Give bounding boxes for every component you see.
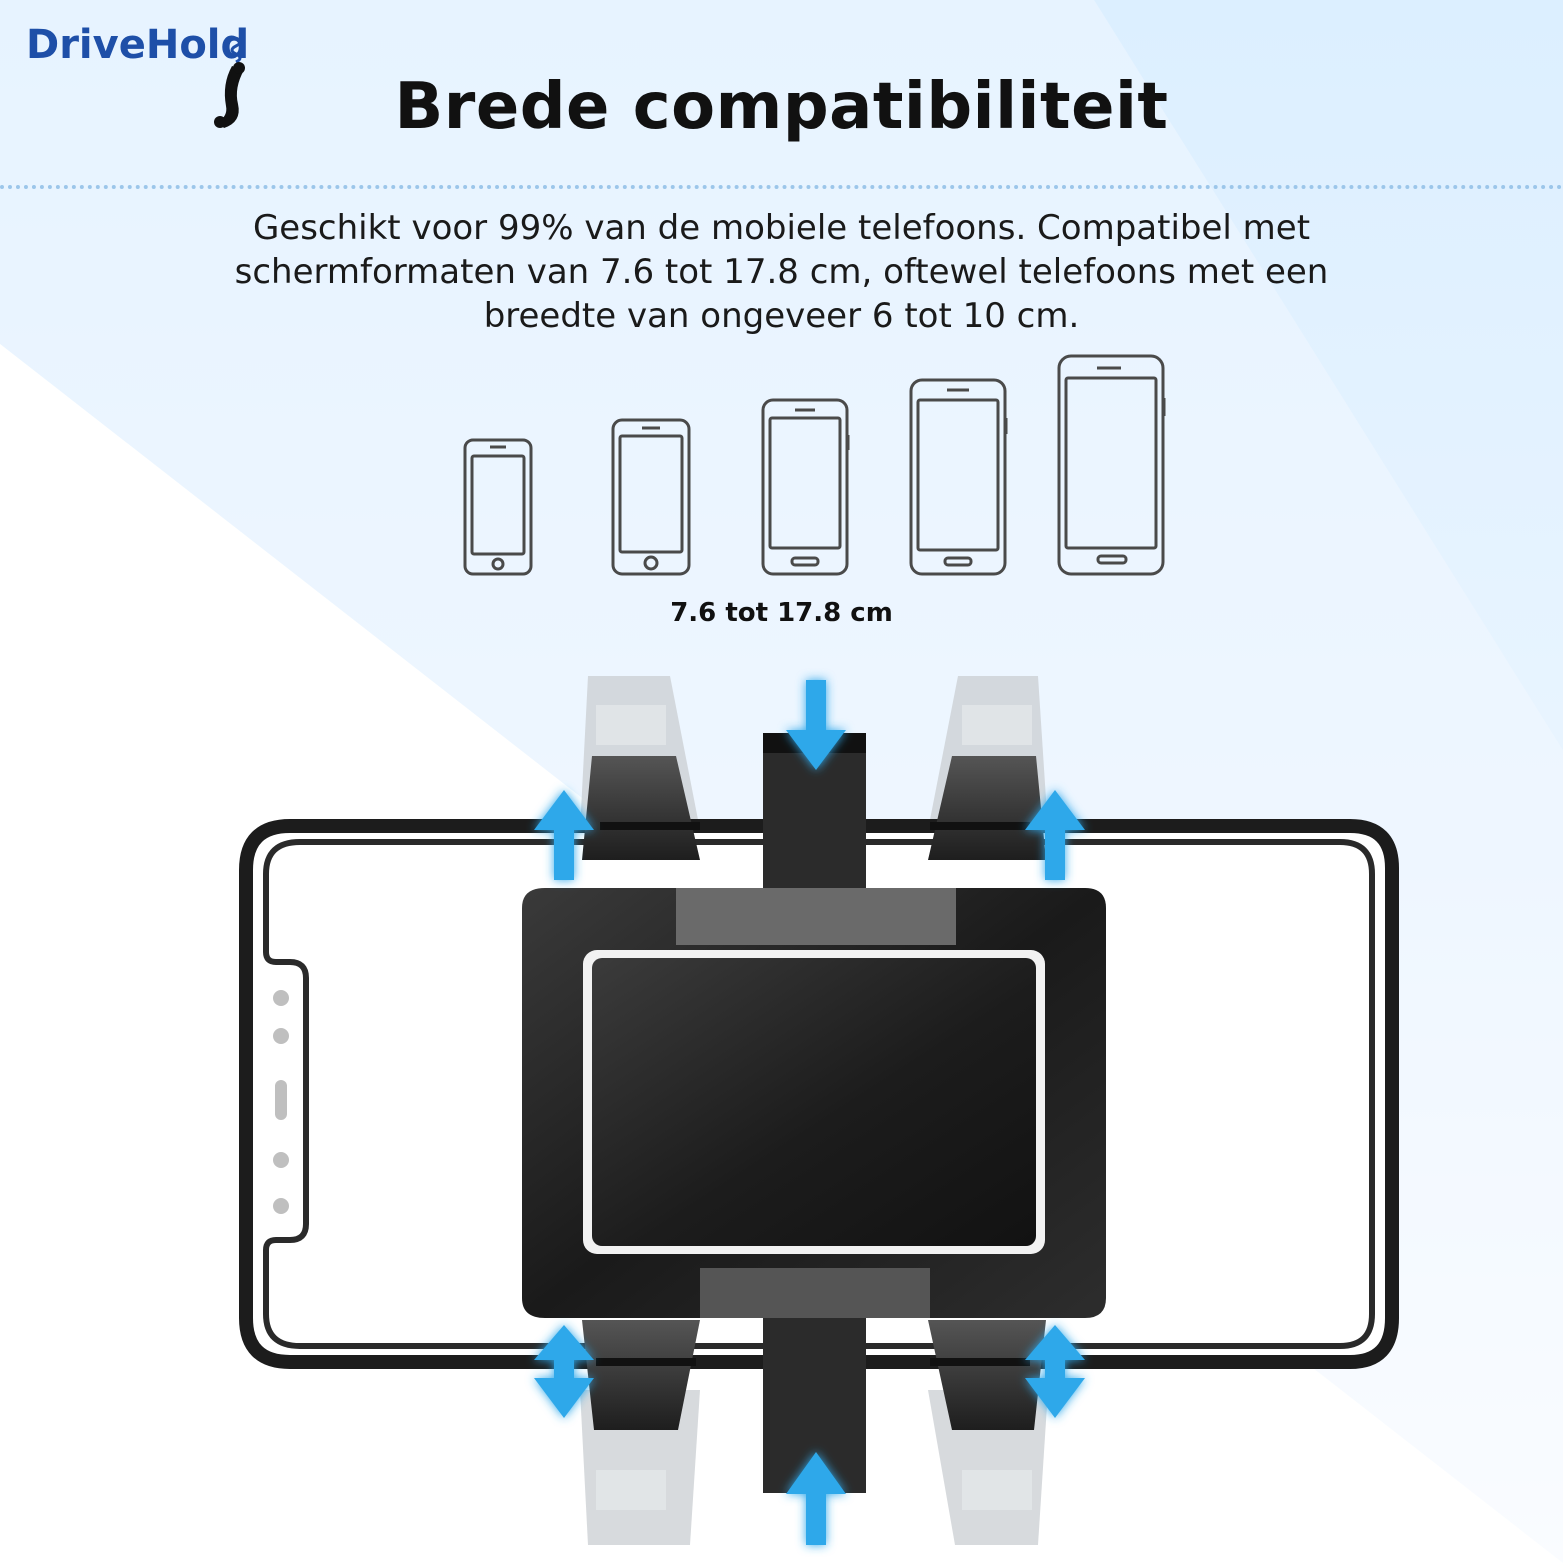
phone-size-icon	[611, 418, 691, 576]
phone-size-icon	[909, 378, 1008, 576]
phone-logo-icon	[214, 36, 245, 128]
page-title: Brede compatibiliteit	[394, 70, 1169, 144]
brand-logo: DriveHold	[26, 22, 286, 132]
description-text: Geschikt voor 99% van de mobiele telefoo…	[234, 208, 1329, 336]
brand-name: DriveHold	[26, 22, 250, 68]
dotted-divider	[0, 185, 1563, 189]
phone-sizes-row	[463, 354, 1166, 576]
phone-size-icon	[761, 398, 850, 576]
phone-holder-illustration	[239, 676, 1399, 1545]
size-range-label: 7.6 tot 17.8 cm	[670, 598, 893, 628]
phone-size-icon	[463, 438, 533, 576]
phone-size-icon	[1057, 354, 1166, 576]
adjust-arrow-icon	[534, 680, 1085, 1545]
